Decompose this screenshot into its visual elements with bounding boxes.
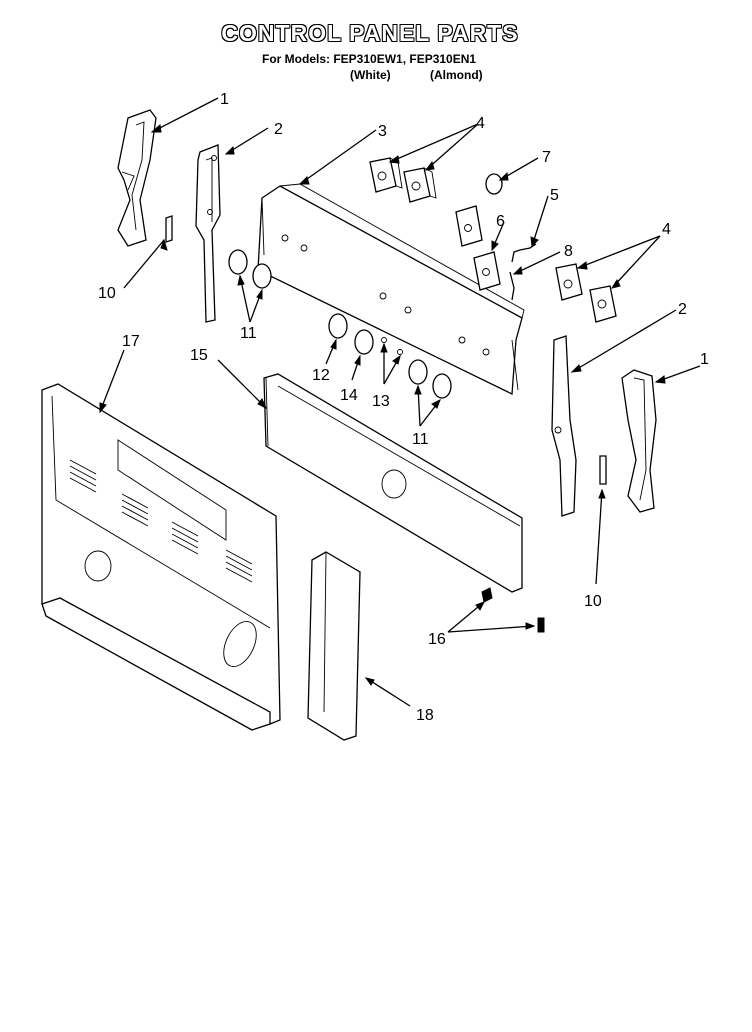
part-1-left-endcap [117,109,157,247]
part-4-switch-d [589,285,617,323]
models-line: For Models: FEP310EW1, FEP310EN1 [262,52,477,66]
part-18-strip [307,551,361,741]
part-16-screw-a [481,587,493,603]
part-13-shaft-a [381,337,387,343]
part-6-block-b [473,251,501,291]
part-2-right-bracket [551,335,577,517]
part-10-left-clip [165,215,173,243]
callout-1-right: 1 [700,351,709,368]
callout-10-right: 10 [584,593,602,610]
part-10-right-clip [599,455,607,485]
vent-slots-b [121,493,149,527]
part-8-connector [509,271,515,301]
color-almond-label: (Almond) [430,68,483,82]
leader-lines [99,97,701,707]
part-12-knob [328,313,348,339]
callout-11-right: 11 [412,431,429,448]
callout-18: 18 [416,707,434,724]
part-5-wire [511,243,537,263]
part-4-switch-c [555,263,583,301]
callout-6: 6 [496,213,505,230]
callout-7: 7 [542,149,551,166]
diagram-title: CONTROL PANEL PARTS [221,20,519,46]
part-13-shaft-b [397,349,403,355]
part-4-switch-b [403,167,437,203]
color-white-label: (White) [350,68,391,82]
callout-10-left: 10 [98,285,116,302]
callout-labels: 1 2 3 4 7 5 6 10 11 8 4 2 17 15 1 12 14 … [98,91,709,724]
part-11-knob-d [432,373,452,399]
part-14-knob [354,329,374,355]
part-1-right-endcap [621,369,657,513]
part-17-rear-panel [41,383,281,731]
callout-2-right: 2 [678,301,687,318]
diagram-header: CONTROL PANEL PARTS For Models: FEP310EW… [0,0,752,90]
part-6-block-a [455,205,483,247]
callout-15: 15 [190,347,208,364]
callout-12: 12 [312,367,330,384]
part-11-knob-b [252,263,272,289]
part-15-control-trim [263,373,523,593]
part-7-ring [485,173,503,195]
callout-2-left: 2 [274,121,283,138]
vent-slots-d [225,549,253,583]
callout-4-right: 4 [662,221,671,238]
vent-slots-c [171,521,199,555]
part-11-knob-a [228,249,248,275]
part-11-knob-c [408,359,428,385]
callout-5: 5 [550,187,559,204]
callout-16: 16 [428,631,446,648]
callout-4-top: 4 [476,115,485,132]
callout-13: 13 [372,393,390,410]
part-2-left-bracket [195,144,221,323]
callout-8: 8 [564,243,573,260]
callout-11-left: 11 [240,325,257,342]
callout-17: 17 [122,333,140,350]
callout-3: 3 [378,123,387,140]
callout-14: 14 [340,387,358,404]
vent-slots-a [69,459,97,493]
callout-1-left: 1 [220,91,229,108]
part-16-screw-b [537,617,545,633]
